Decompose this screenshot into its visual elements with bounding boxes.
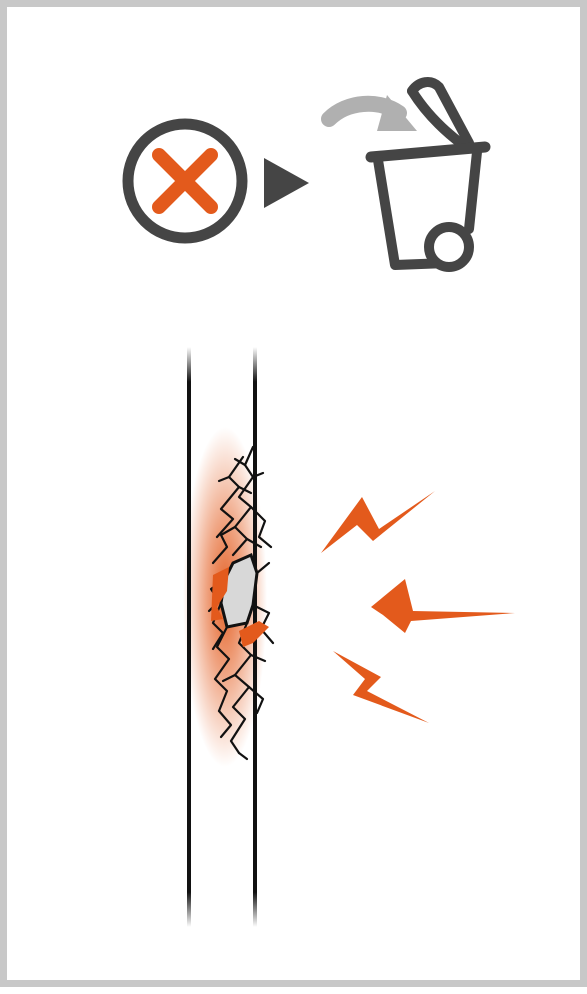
damage-bolt-icon — [371, 579, 515, 633]
damage-bolt-icon — [321, 491, 435, 553]
play-arrow-icon — [264, 158, 309, 208]
discard-instruction — [128, 82, 485, 267]
discard-arrow-icon — [329, 95, 417, 131]
glass-edge-left — [187, 347, 191, 927]
cancel-x-icon — [128, 124, 242, 238]
damaged-glass-illustration — [183, 347, 515, 927]
damage-bolt-icon — [333, 651, 429, 723]
instruction-diagram — [7, 7, 587, 994]
